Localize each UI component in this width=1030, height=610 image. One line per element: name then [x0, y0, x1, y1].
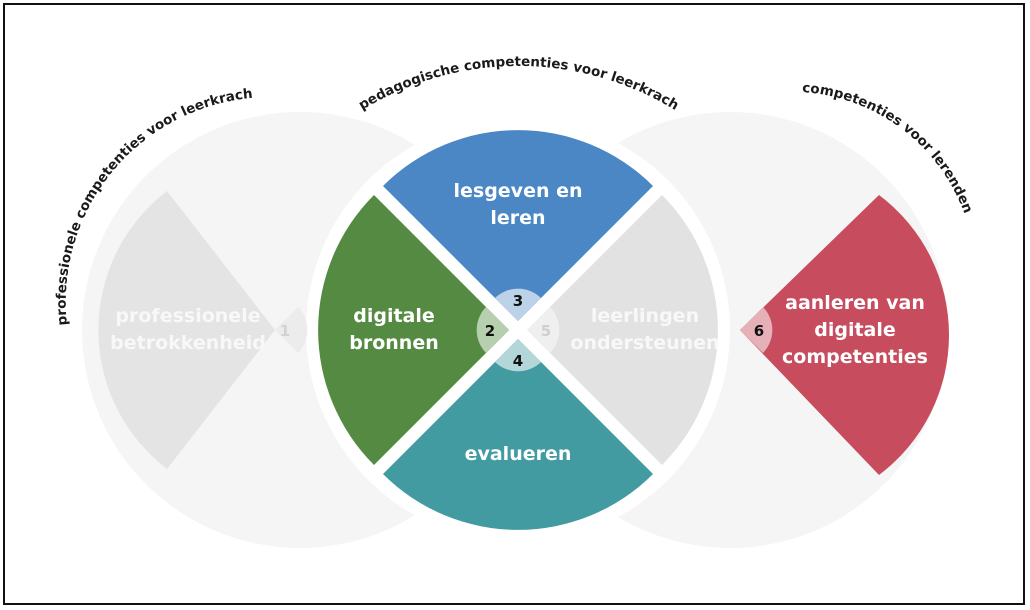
number-tab-5 [527, 307, 560, 353]
segment-1[interactable] [98, 191, 276, 469]
segment-3-label-line1: lesgeven en [453, 180, 582, 202]
segment-1-number: 1 [280, 322, 290, 340]
segment-6-label-line1: aanleren van [785, 292, 925, 314]
number-tab-2 [476, 307, 509, 353]
segment-3-label-line2: leren [490, 207, 545, 229]
segment-5-label-line1: leerlingen [591, 305, 699, 327]
segment-3-number: 3 [513, 292, 523, 310]
number-tab-1 [275, 307, 308, 353]
segment-4-number: 4 [513, 352, 523, 370]
segment-6-label-line3: competenties [782, 346, 928, 368]
segment-2[interactable] [318, 195, 509, 465]
diagram-frame: 3 2 4 5 1 6 lesgeven en leren digitale b… [3, 3, 1025, 605]
segment-5-number: 5 [541, 322, 551, 340]
segment-1-label-line2: betrokkenheid [110, 332, 266, 354]
segment-2-label-line2: bronnen [349, 332, 439, 354]
arc-label-top: pedagogische competenties voor leerkrach… [5, 5, 682, 114]
segment-6-label-line2: digitale [814, 319, 896, 341]
segment-2-label-line1: digitale [353, 305, 435, 327]
segment-6-number: 6 [754, 322, 764, 340]
number-tab-4 [495, 339, 541, 372]
segment-1-label-line1: professionele [115, 305, 260, 327]
segment-2-number: 2 [485, 322, 495, 340]
center-circle-ring [306, 118, 730, 542]
number-tab-3 [495, 288, 541, 321]
segment-5-label-line2: ondersteunen [570, 332, 719, 354]
digcomp-diagram: 3 2 4 5 1 6 lesgeven en leren digitale b… [5, 5, 976, 548]
segment-6[interactable] [740, 195, 949, 475]
segment-5[interactable] [527, 195, 718, 465]
number-tab-6 [740, 307, 773, 353]
segment-3[interactable] [383, 130, 653, 321]
segment-4-label: evalueren [465, 443, 572, 465]
segment-4[interactable] [383, 339, 653, 530]
